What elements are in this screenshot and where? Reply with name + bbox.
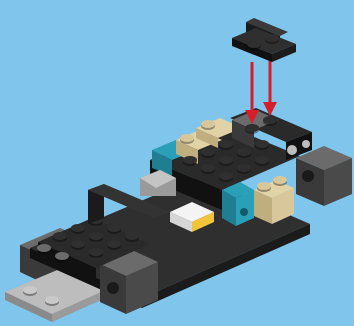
- new-piece-bracket: [232, 18, 296, 62]
- teal-slope-right: [222, 182, 254, 226]
- front-right-block: [296, 146, 352, 206]
